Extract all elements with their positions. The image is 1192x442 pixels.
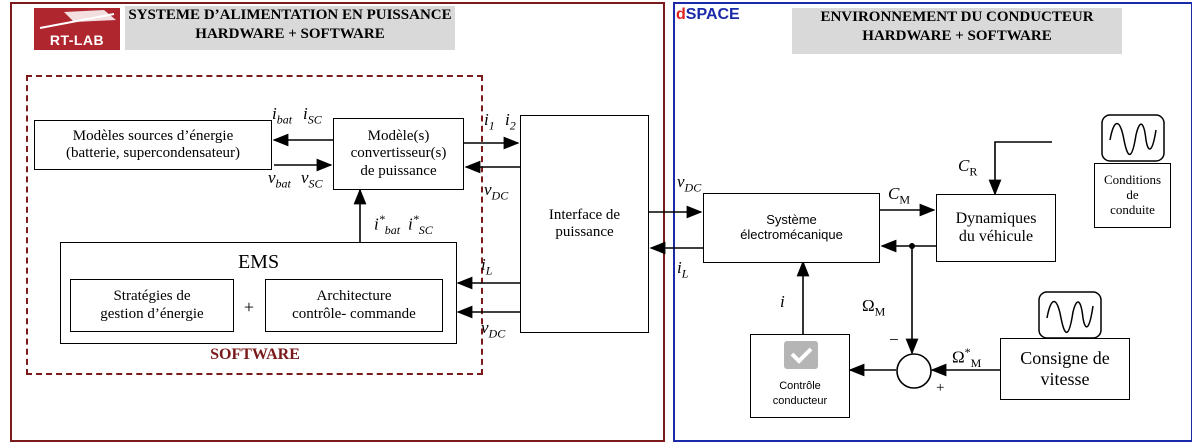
rt-lab-logo-graphic <box>39 10 116 29</box>
label-i-bat: ibat <box>272 104 293 127</box>
label-i-star-sc: i*SC <box>408 212 433 238</box>
converter-line3: de puissance <box>360 162 437 179</box>
conditions-line3: conduite <box>1110 201 1155 217</box>
conditions-line2: de <box>1126 187 1139 203</box>
conditions-line1: Conditions <box>1103 172 1162 188</box>
summing-plus-sign: + <box>936 380 945 396</box>
label-v-dc-bottom: vDC <box>481 318 506 341</box>
interface-line2: puissance <box>555 224 614 240</box>
power-interface-block: Interface de puissance <box>520 115 649 333</box>
energy-sources-block: Modèles sources d’énergie (batterie, sup… <box>34 120 272 170</box>
ems-title: EMS <box>237 251 280 273</box>
simulink-block-icon <box>784 341 818 369</box>
label-i-l-right: iL <box>677 258 689 281</box>
connector-lines <box>272 114 1165 389</box>
architecture-line1: Architecture <box>316 288 392 305</box>
label-i1: i1 <box>484 110 495 133</box>
dspace-logo: dSPACE <box>676 6 740 24</box>
label-c-m: CM <box>888 184 911 207</box>
controle-line2: conducteur <box>772 394 828 407</box>
sources-line1: Modèles sources d’énergie <box>72 127 234 144</box>
ems-plus-sign: + <box>243 297 255 317</box>
label-i-sc: iSC <box>303 104 322 127</box>
converter-block: Modèle(s) convertisseur(s) de puissance <box>333 118 464 190</box>
vehicle-dynamics-block: Dynamiques du véhicule <box>936 194 1056 262</box>
software-label: SOFTWARE <box>210 346 300 363</box>
architecture-block: Architecture contrôle- commande <box>265 279 443 332</box>
label-omega-m-star: Ω*M <box>952 345 982 371</box>
interface-line1: Interface de <box>548 206 621 223</box>
rt-lab-logo-text: RT-LAB <box>49 32 105 48</box>
label-i-star-bat: i*bat <box>374 212 401 238</box>
right-title-line1: ENVIRONNEMENT DU CONDUCTEUR <box>820 9 1094 25</box>
strategies-block: Stratégies de gestion d’énergie <box>70 279 234 332</box>
electro-line2: électromécanique <box>740 227 843 242</box>
left-title-line1: SYSTEME D’ALIMENTATION EN PUISSANCE <box>128 7 452 23</box>
waveform-icon-conditions <box>1101 114 1165 162</box>
rt-lab-logo: RT-LAB <box>34 8 120 50</box>
strategies-line2: gestion d’énergie <box>100 305 204 322</box>
left-panel-title: SYSTEME D’ALIMENTATION EN PUISSANCE HARD… <box>125 6 455 50</box>
label-i-current: i <box>780 292 785 311</box>
architecture-line2: contrôle- commande <box>292 305 416 322</box>
converter-line1: Modèle(s) <box>367 128 430 145</box>
sources-line2: (batterie, supercondensateur) <box>65 145 241 161</box>
electro-line1: Système <box>766 212 817 228</box>
label-c-r: CR <box>958 156 978 179</box>
dspace-logo-rest: SPACE <box>685 6 740 23</box>
label-v-bat: vbat <box>268 168 291 191</box>
strategies-line1: Stratégies de <box>113 288 191 305</box>
right-panel-title: ENVIRONNEMENT DU CONDUCTEUR HARDWARE + S… <box>792 8 1122 54</box>
converter-line2: convertisseur(s) <box>350 145 447 162</box>
label-i-l-left: iL <box>481 255 493 278</box>
electromechanical-block: Système électromécanique <box>703 193 880 263</box>
right-title-line2: HARDWARE + SOFTWARE <box>862 28 1052 44</box>
driving-conditions-block: Conditions de conduite <box>1094 163 1171 228</box>
summing-minus-sign: − <box>889 330 899 349</box>
dynamics-line1: Dynamiques <box>955 209 1037 227</box>
dynamics-line2: du véhicule <box>958 228 1034 245</box>
consigne-line2: vitesse <box>1040 369 1090 389</box>
label-v-dc-right: vDC <box>677 172 702 195</box>
label-i2: i2 <box>505 110 516 133</box>
ems-block: EMS Stratégies de gestion d’énergie + Ar… <box>60 242 457 344</box>
driver-control-block: Contrôle conducteur <box>750 334 850 418</box>
speed-setpoint-block: Consigne de vitesse <box>1000 338 1130 400</box>
consigne-line1: Consigne de <box>1020 348 1110 369</box>
label-v-sc: vSC <box>301 168 323 191</box>
dspace-logo-d: d <box>676 6 686 23</box>
label-omega-m: ΩM <box>862 296 886 319</box>
software-region <box>26 75 483 375</box>
controle-label: Contrôle conducteur <box>751 379 849 409</box>
controle-line1: Contrôle <box>779 380 821 392</box>
label-v-dc-left: vDC <box>484 180 509 203</box>
waveform-icon-consigne <box>1038 291 1102 339</box>
left-title-line2: HARDWARE + SOFTWARE <box>195 26 385 42</box>
